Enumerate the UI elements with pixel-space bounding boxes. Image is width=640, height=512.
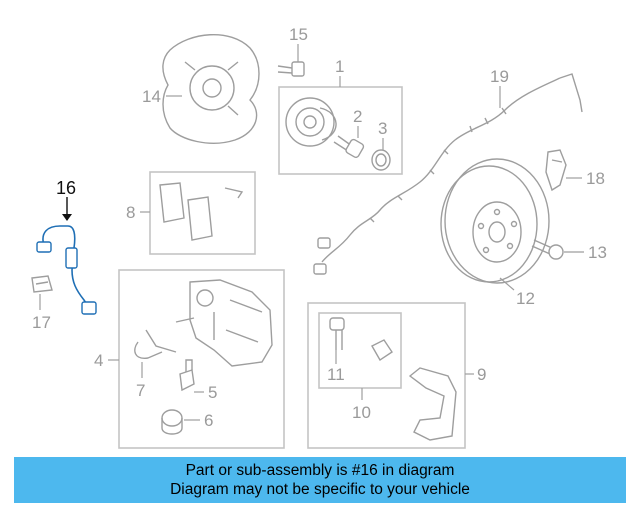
bolt-part-15 xyxy=(277,61,305,77)
clip-part-17 xyxy=(31,275,53,293)
box-10 xyxy=(318,312,402,389)
brake-hose-part-16 xyxy=(36,225,97,315)
callout-11: 11 xyxy=(327,365,345,384)
callout-1: 1 xyxy=(335,57,344,76)
leader-16-arrow xyxy=(62,214,72,221)
box-4 xyxy=(118,269,285,449)
callout-2: 2 xyxy=(353,107,362,126)
caliper-carrier-part-9 xyxy=(408,367,457,441)
callout-19: 19 xyxy=(490,67,509,86)
caliper-part-4 xyxy=(175,279,273,367)
callout-13: 13 xyxy=(588,243,607,262)
box-9 xyxy=(307,302,466,449)
hub-bolt-part-2 xyxy=(333,135,365,159)
banner-line-1: Part or sub-assembly is #16 in diagram xyxy=(185,462,455,479)
callout-14: 14 xyxy=(142,87,161,106)
callout-12: 12 xyxy=(516,289,535,308)
sensor-part-18 xyxy=(545,149,567,192)
callout-5: 5 xyxy=(208,383,217,402)
dust-cap-part-3 xyxy=(371,149,391,171)
parts-diagram: 14 15 1 2 3 19 18 13 12 8 16 17 4 7 5 6 … xyxy=(31,25,607,449)
brake-disc-part-12 xyxy=(440,158,550,284)
leader-12 xyxy=(499,277,515,291)
callout-10: 10 xyxy=(352,403,371,422)
callout-7: 7 xyxy=(136,381,145,400)
spring-clip-part-7 xyxy=(134,329,177,359)
callout-15: 15 xyxy=(289,25,308,44)
backing-plate-part-14 xyxy=(162,34,260,144)
bleeder-valve-part-5 xyxy=(179,359,195,392)
banner-line-2: Diagram may not be specific to your vehi… xyxy=(170,481,470,498)
info-banner: Part or sub-assembly is #16 in diagram D… xyxy=(14,457,626,503)
disc-screw-part-13 xyxy=(531,239,564,260)
callout-18: 18 xyxy=(586,169,605,188)
callout-8: 8 xyxy=(126,203,135,222)
callout-9: 9 xyxy=(477,365,486,384)
brake-pads-part-8 xyxy=(159,182,244,241)
callout-4: 4 xyxy=(94,351,103,370)
hub-part-1 xyxy=(285,97,337,147)
callout-3: 3 xyxy=(378,119,387,138)
wear-sensor-wire-part-19 xyxy=(313,73,583,275)
callout-16: 16 xyxy=(56,178,76,198)
box-8 xyxy=(149,171,256,255)
callout-17: 17 xyxy=(32,313,51,332)
guide-sleeve-part-6 xyxy=(161,409,183,435)
callout-6: 6 xyxy=(204,411,213,430)
guide-bolt-part-11 xyxy=(329,317,393,361)
